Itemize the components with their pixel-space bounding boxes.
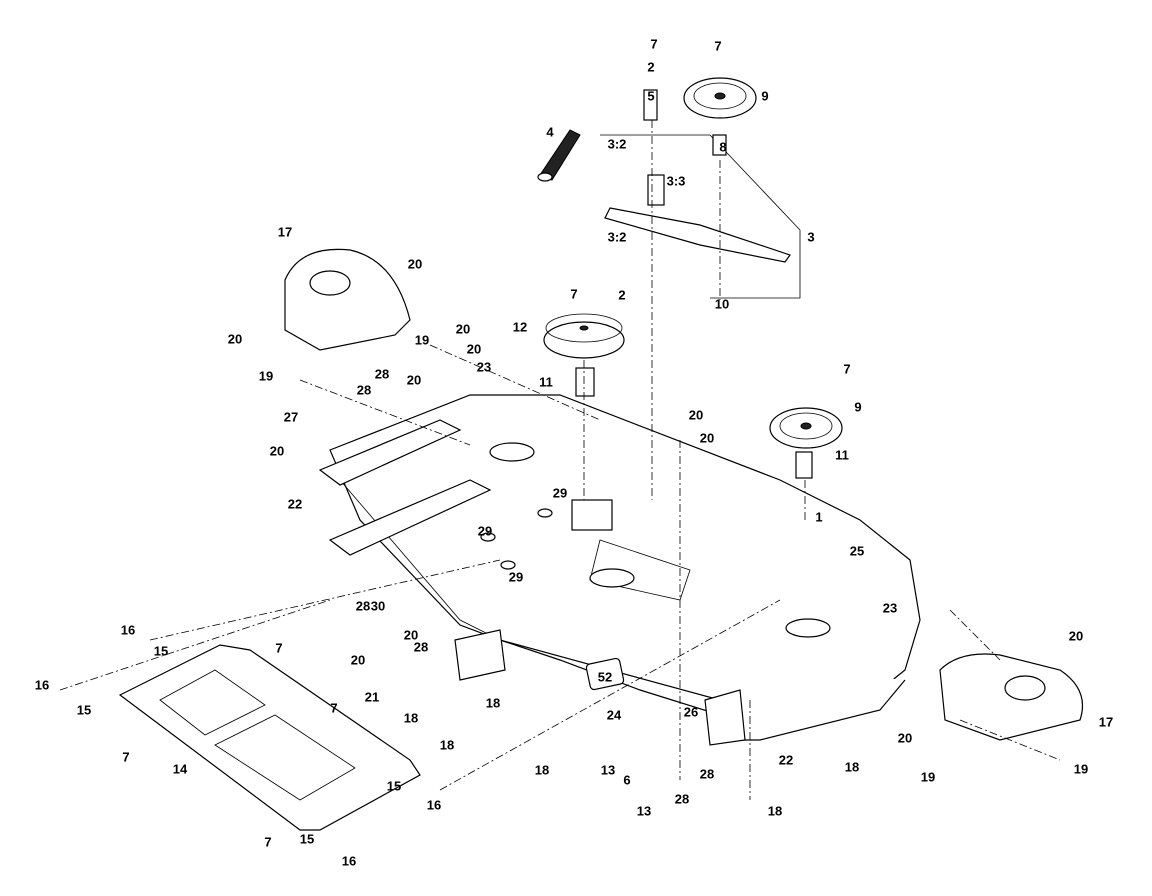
callout-label: 22 bbox=[779, 752, 793, 767]
callout-label: 9 bbox=[761, 88, 768, 103]
callout-label: 28 bbox=[375, 366, 389, 381]
callout-label: 29 bbox=[553, 485, 567, 500]
callout-label: 18 bbox=[440, 737, 454, 752]
callout-label: 13 bbox=[601, 762, 615, 777]
callout-label: 7 bbox=[264, 834, 271, 849]
callout-label: 7 bbox=[570, 286, 577, 301]
callout-label: 13 bbox=[637, 803, 651, 818]
mower-deck: 52 bbox=[329, 394, 921, 741]
callout-label: 15 bbox=[387, 778, 401, 793]
callout-label: 9 bbox=[854, 399, 861, 414]
spacer bbox=[643, 89, 658, 121]
callout-label: 23 bbox=[477, 359, 491, 374]
callout-label: 16 bbox=[427, 797, 441, 812]
callout-label: 19 bbox=[415, 332, 429, 347]
callout-label: 17 bbox=[278, 224, 292, 239]
callout-label: 7 bbox=[843, 361, 850, 376]
callout-label: 19 bbox=[921, 769, 935, 784]
callout-label: 15 bbox=[300, 831, 314, 846]
callout-label: 20 bbox=[228, 331, 242, 346]
callout-label: 20 bbox=[456, 321, 470, 336]
hitch-bar bbox=[318, 419, 746, 746]
spacer bbox=[795, 451, 813, 479]
callout-label: 7 bbox=[122, 749, 129, 764]
callout-label: 20 bbox=[689, 407, 703, 422]
callout-label: 3:2 bbox=[608, 136, 627, 151]
callout-label: 29 bbox=[478, 523, 492, 538]
callout-label: 16 bbox=[121, 622, 135, 637]
callout-label: 20 bbox=[1069, 628, 1083, 643]
callout-label: 19 bbox=[1074, 761, 1088, 776]
callout-label: 24 bbox=[607, 707, 622, 722]
callout-label: 18 bbox=[768, 803, 782, 818]
callout-label: 28 bbox=[357, 382, 371, 397]
callout-label: 2 bbox=[618, 287, 625, 302]
callout-label: 28 bbox=[675, 791, 689, 806]
idler-pulley-top bbox=[683, 77, 757, 119]
callout-label: 2 bbox=[647, 59, 654, 74]
callout-label: 28 bbox=[414, 639, 428, 654]
callout-label: 19 bbox=[259, 368, 273, 383]
callout-label: 23 bbox=[883, 600, 897, 615]
callout-label: 18 bbox=[845, 759, 859, 774]
callout-label: 5 bbox=[647, 88, 654, 103]
callout-label: 7 bbox=[275, 640, 282, 655]
callout-label: 11 bbox=[539, 374, 553, 389]
spacer bbox=[575, 367, 595, 397]
callout-label: 29 bbox=[509, 569, 523, 584]
callout-label: 16 bbox=[342, 853, 356, 868]
callout-label: 10 bbox=[715, 296, 729, 311]
callout-label: 18 bbox=[404, 710, 418, 725]
callout-label: 27 bbox=[284, 409, 298, 424]
callout-label: 3:3 bbox=[667, 173, 686, 188]
callout-label: 15 bbox=[77, 702, 91, 717]
spindle-pulley bbox=[543, 313, 625, 359]
callout-label: 7 bbox=[714, 38, 721, 53]
callout-label: 21 bbox=[365, 689, 379, 704]
callout-label: 17 bbox=[1099, 714, 1113, 729]
callout-label: 3 bbox=[807, 229, 814, 244]
callout-label: 14 bbox=[173, 761, 188, 776]
belt-cover-right bbox=[939, 653, 1084, 741]
callout-label: 8 bbox=[719, 139, 726, 154]
callout-label: 20 bbox=[270, 443, 284, 458]
callout-label: 12 bbox=[513, 319, 527, 334]
callout-label: 6 bbox=[623, 772, 630, 787]
callout-label: 20 bbox=[898, 730, 912, 745]
belt-cover-left bbox=[284, 248, 411, 351]
callout-label: 20 bbox=[467, 341, 481, 356]
idler-arm bbox=[600, 134, 801, 299]
callout-label: 20 bbox=[404, 627, 418, 642]
callout-label: 25 bbox=[850, 543, 864, 558]
callout-label: 20 bbox=[408, 256, 422, 271]
spring bbox=[537, 129, 581, 182]
deck-size-badge: 52 bbox=[598, 669, 612, 684]
callout-label: 20 bbox=[700, 430, 714, 445]
callout-label: 22 bbox=[288, 496, 302, 511]
callout-label: 30 bbox=[371, 598, 385, 613]
callout-label: 3:2 bbox=[608, 229, 627, 244]
bushing bbox=[712, 134, 727, 156]
spindle-housing bbox=[571, 499, 613, 531]
callout-label: 7 bbox=[650, 36, 657, 51]
callout-label: 18 bbox=[486, 695, 500, 710]
callout-label: 28 bbox=[700, 766, 714, 781]
callout-label: 18 bbox=[535, 762, 549, 777]
callout-label: 16 bbox=[35, 677, 49, 692]
anti-scalp-plate bbox=[118, 644, 421, 831]
callout-label: 20 bbox=[351, 652, 365, 667]
idler-pulley-right bbox=[769, 407, 843, 449]
callout-label: 28 bbox=[356, 598, 370, 613]
callout-label: 26 bbox=[684, 704, 698, 719]
callout-label: 1 bbox=[815, 509, 822, 524]
callout-label: 7 bbox=[330, 700, 337, 715]
callout-label: 15 bbox=[154, 643, 168, 658]
callout-label: 11 bbox=[835, 447, 849, 462]
callout-label: 20 bbox=[407, 372, 421, 387]
callout-label: 4 bbox=[546, 124, 554, 139]
